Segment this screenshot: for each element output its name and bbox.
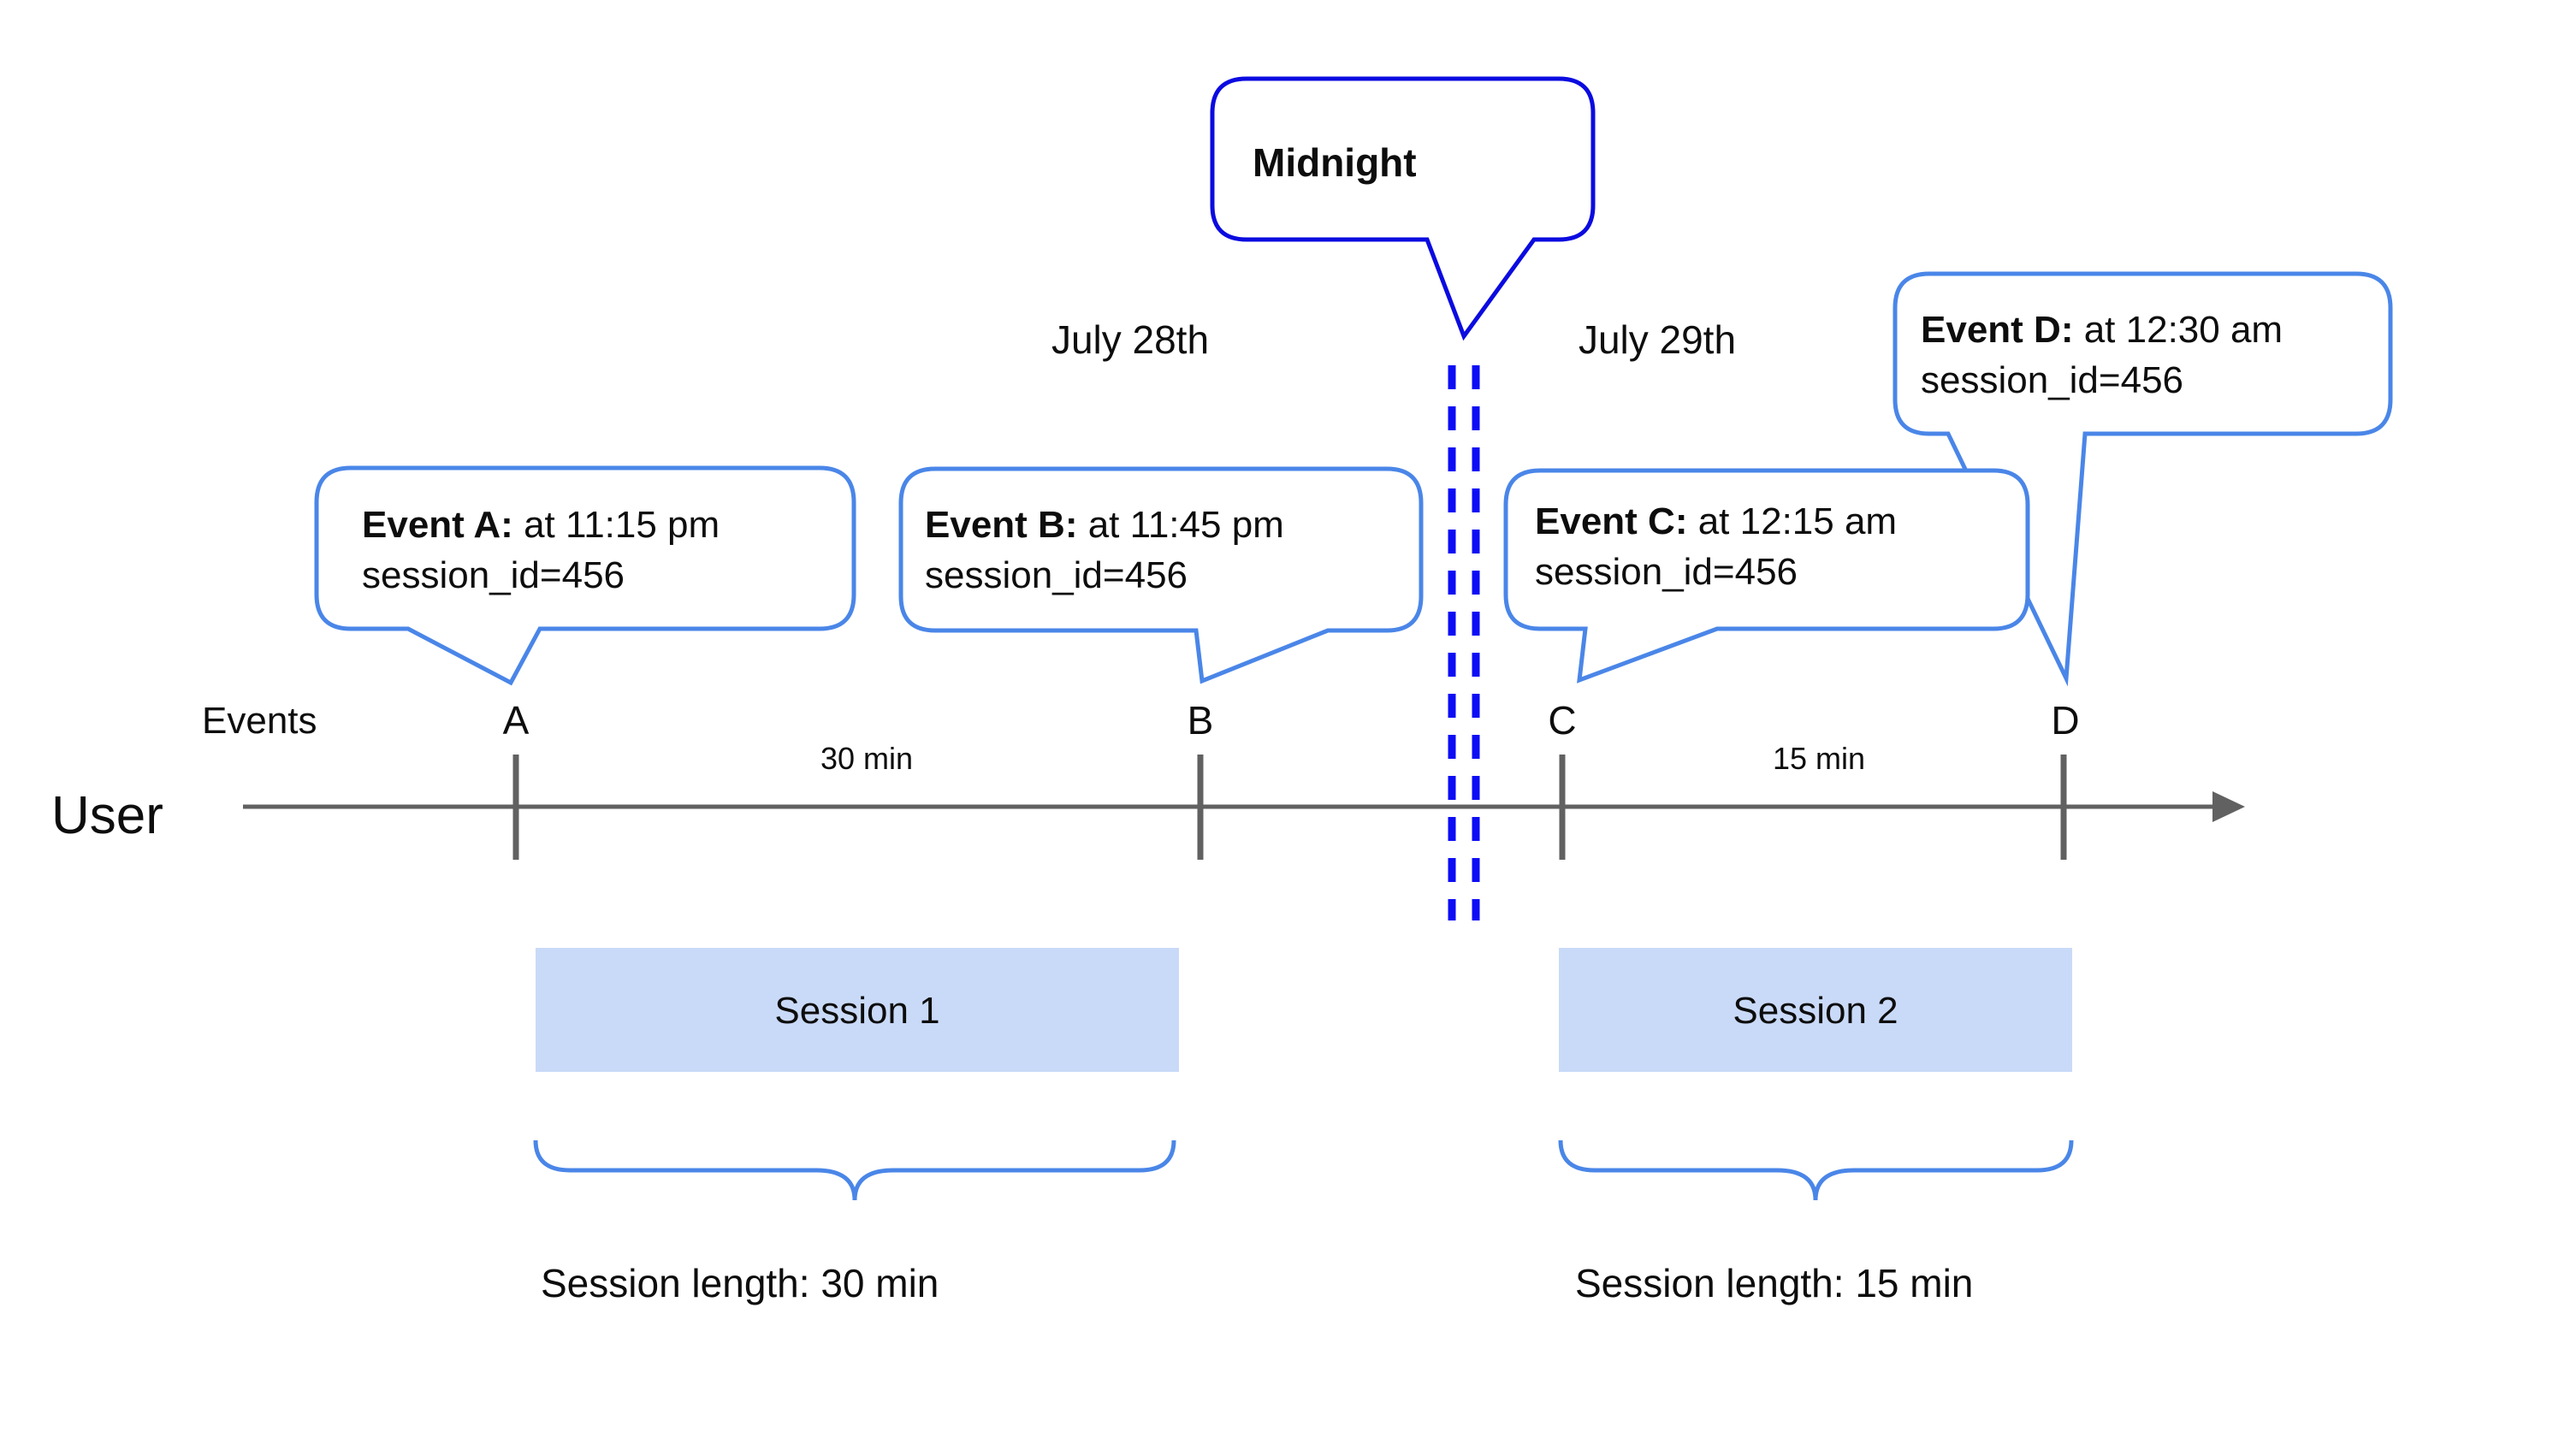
event-a-callout-text: Event A: at 11:15 pm session_id=456 [362, 500, 720, 601]
event-c-callout-time: at 12:15 am [1687, 500, 1898, 542]
date-label-july-28: July 28th [1051, 317, 1210, 362]
event-d-callout-title: Event D: [1921, 309, 2074, 351]
event-b-callout-line1: Event B: at 11:45 pm [925, 500, 1284, 550]
event-c-callout-bubble [1503, 468, 2030, 684]
event-d-callout-time: at 12:30 am [2073, 309, 2283, 351]
session-2-label: Session 2 [1733, 990, 1898, 1032]
session-2-box [1559, 948, 2072, 1072]
event-a-callout-session: session_id=456 [362, 554, 625, 596]
session-2-length-label: Session length: 15 min [1575, 1261, 1974, 1305]
session-1-box [536, 948, 1179, 1072]
event-c-callout-text: Event C: at 12:15 am session_id=456 [1535, 496, 1897, 597]
event-b-callout-time: at 11:45 pm [1077, 504, 1284, 546]
date-label-july-29: July 29th [1578, 317, 1737, 362]
interval-label-cd: 15 min [1772, 741, 1866, 776]
event-c-callout-line1: Event C: at 12:15 am [1535, 496, 1897, 547]
event-a-callout-line1: Event A: at 11:15 pm [362, 500, 720, 550]
events-row-label: Events [202, 700, 317, 742]
event-c-callout-session: session_id=456 [1535, 551, 1798, 593]
event-a-callout-bubble [314, 465, 856, 686]
user-axis-label: User [51, 786, 163, 845]
event-d-callout-session: session_id=456 [1921, 359, 2184, 401]
event-letter-c: C [1548, 698, 1577, 743]
event-c-callout-title: Event C: [1535, 500, 1688, 542]
event-letter-d: D [2051, 698, 2080, 743]
session-2-brace [1558, 1139, 2074, 1201]
event-b-callout-session: session_id=456 [925, 554, 1188, 596]
session-1-brace [533, 1139, 1176, 1201]
midnight-callout-bubble [1210, 76, 1596, 341]
event-d-callout-line1: Event D: at 12:30 am [1921, 305, 2283, 355]
event-letter-a: A [502, 698, 530, 743]
event-a-callout-title: Event A: [362, 504, 513, 546]
event-b-callout-text: Event B: at 11:45 pm session_id=456 [925, 500, 1284, 601]
timeline-arrowhead-icon [2212, 791, 2245, 822]
event-b-callout-title: Event B: [925, 504, 1078, 546]
event-a-callout-time: at 11:15 pm [512, 504, 720, 546]
event-letter-b: B [1187, 698, 1214, 743]
midnight-label: Midnight [1253, 140, 1417, 185]
event-b-callout-bubble [898, 466, 1424, 684]
interval-label-ab: 30 min [820, 741, 914, 776]
session-1-label: Session 1 [774, 990, 940, 1032]
event-d-callout-text: Event D: at 12:30 am session_id=456 [1921, 305, 2283, 405]
session-1-length-label: Session length: 30 min [541, 1261, 939, 1305]
